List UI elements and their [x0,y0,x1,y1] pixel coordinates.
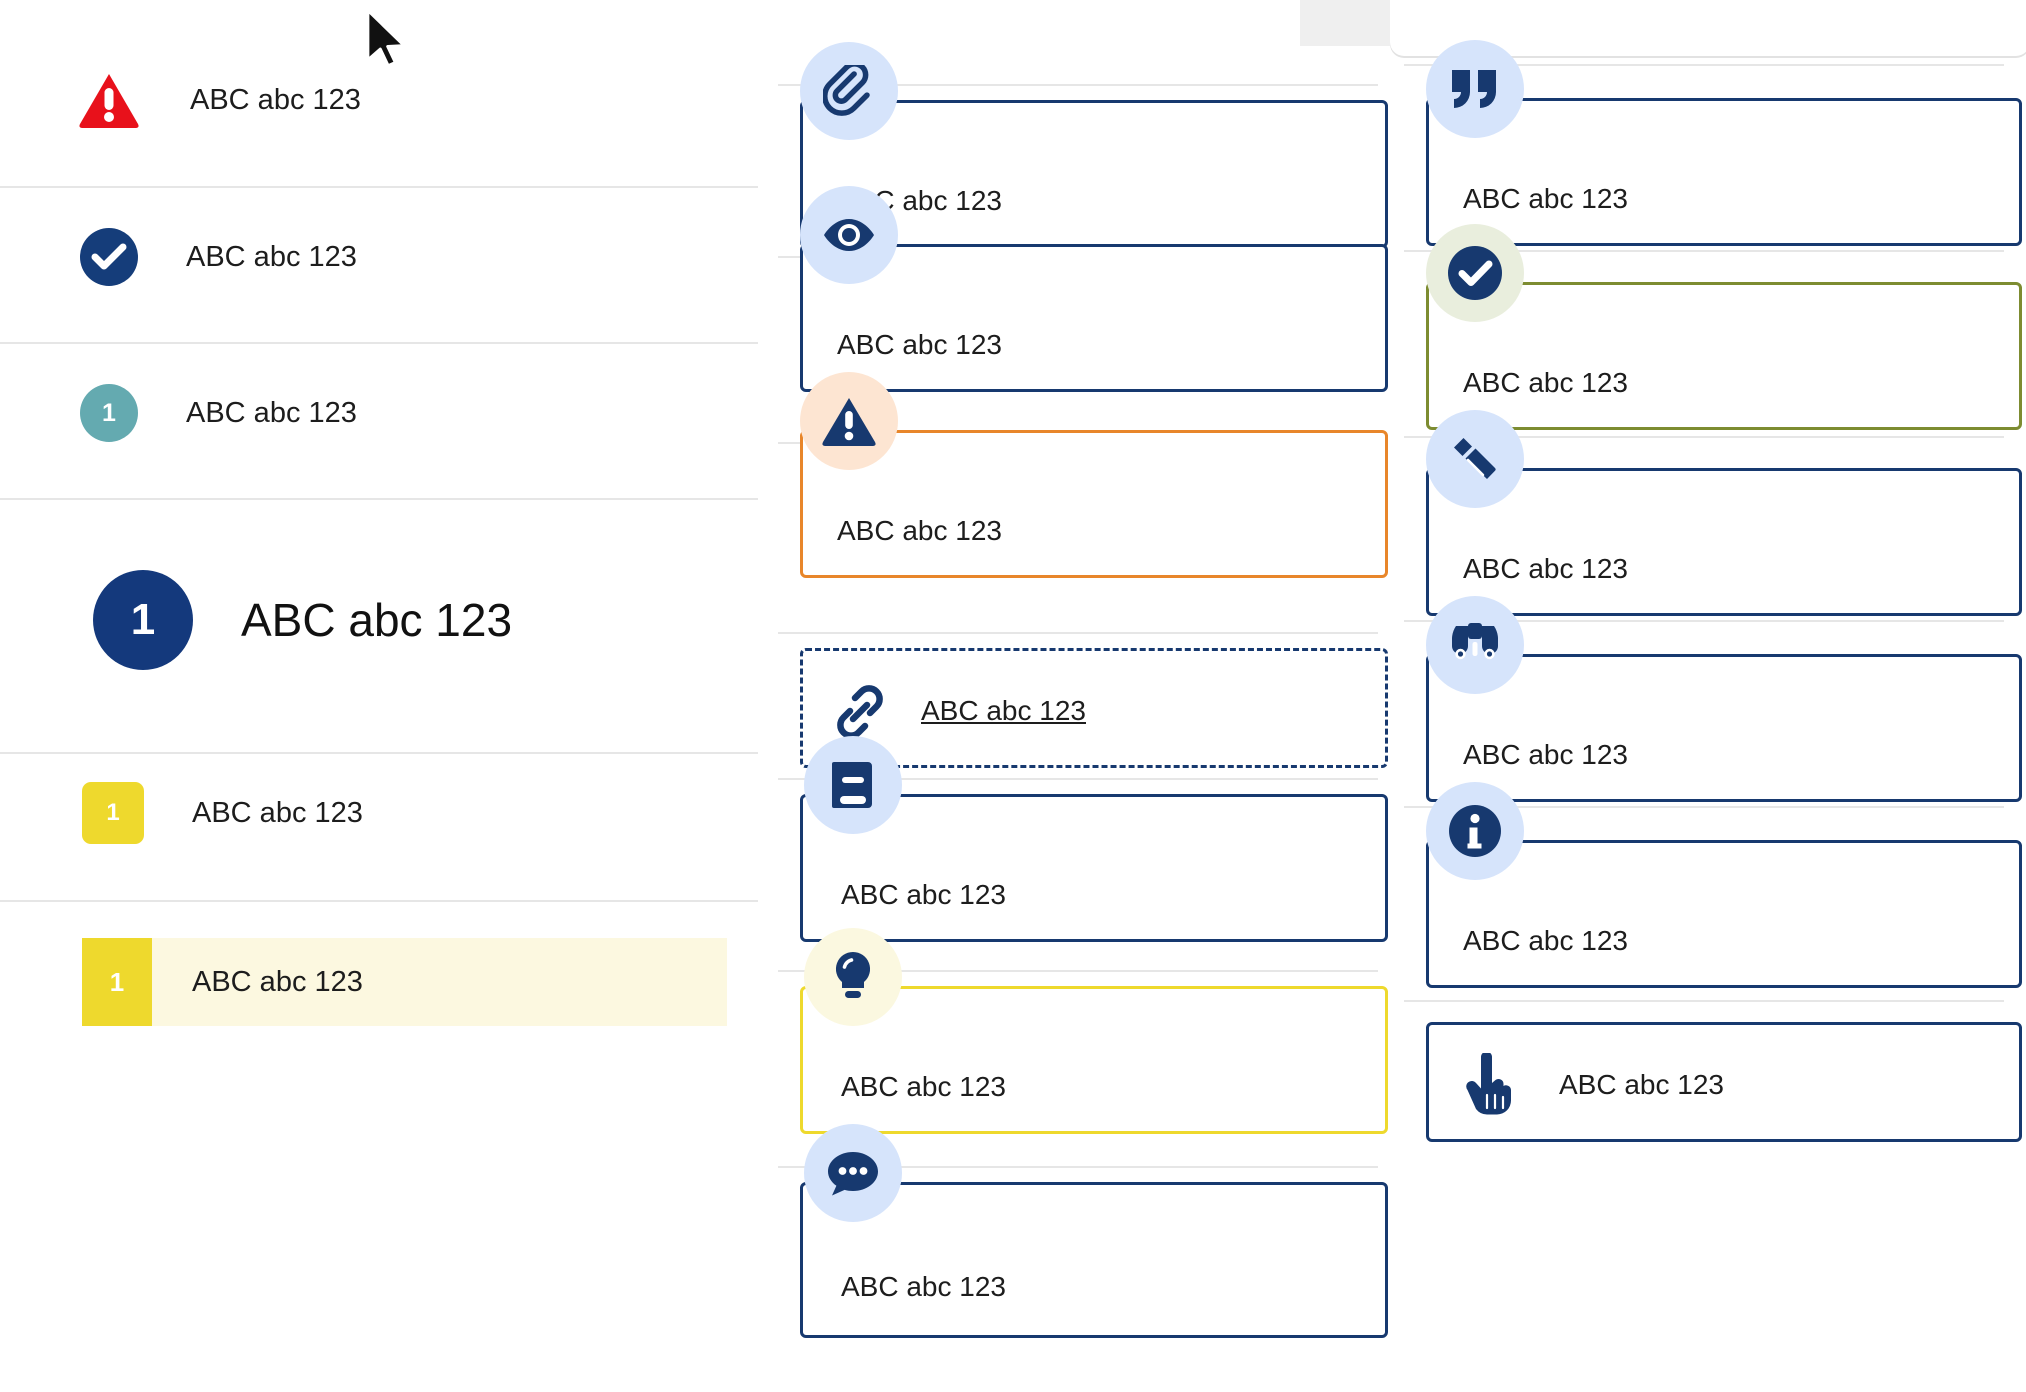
card-discover[interactable]: ABC abc 123 [1426,654,2022,802]
column-divider [778,1166,1378,1168]
pencil-icon [1426,410,1524,508]
check-circle-icon [1426,224,1524,322]
list-item[interactable]: 1 ABC abc 123 [80,384,357,442]
card-label[interactable]: ABC abc 123 [921,695,1086,726]
check-circle-icon [80,228,138,286]
card-info[interactable]: ABC abc 123 [1426,840,2022,988]
info-icon [1426,782,1524,880]
list-divider [0,900,758,902]
number-badge-icon: 1 [82,782,144,844]
list-item[interactable]: ABC abc 123 [78,72,361,128]
card-label: ABC abc 123 [1559,1069,1724,1100]
list-item-label: ABC abc 123 [186,240,357,273]
list-item-label: ABC abc 123 [192,796,363,829]
list-item[interactable]: 1 ABC abc 123 [82,782,363,844]
card-comment[interactable]: ABC abc 123 [800,1182,1388,1338]
card-label: ABC abc 123 [837,329,1002,360]
list-divider [0,342,758,344]
card-edit[interactable]: ABC abc 123 [1426,468,2022,616]
number-badge-icon: 1 [80,384,138,442]
book-icon [804,736,902,834]
card-label: ABC abc 123 [837,515,1002,546]
card-label: ABC abc 123 [841,879,1006,910]
column-divider [1404,436,2004,438]
left-list-panel: ABC abc 123 ABC abc 123 1 ABC abc 123 1 … [0,0,758,1392]
comment-icon [804,1124,902,1222]
quote-icon [1426,40,1524,138]
column-divider [778,632,1378,634]
card-label: ABC abc 123 [1463,183,1628,214]
card-link[interactable]: ABC abc 123 [800,648,1388,768]
card-visibility[interactable]: ABC abc 123 [800,244,1388,392]
list-divider [0,186,758,188]
list-item-label: ABC abc 123 [190,83,361,116]
card-attachment[interactable]: ABC abc 123 [800,100,1388,248]
column-divider [778,84,1378,86]
link-icon [825,677,895,747]
card-label: ABC abc 123 [1463,925,1628,956]
eye-icon [800,186,898,284]
binoculars-icon [1426,596,1524,694]
list-item-label: ABC abc 123 [186,396,357,429]
list-item-featured[interactable]: 1 ABC abc 123 [93,570,512,670]
card-tip[interactable]: ABC abc 123 [800,986,1388,1134]
card-label: ABC abc 123 [841,1271,1006,1302]
card-label: ABC abc 123 [1463,739,1628,770]
paperclip-icon [800,42,898,140]
column-divider [778,778,1378,780]
card-documentation[interactable]: ABC abc 123 [800,794,1388,942]
card-warning[interactable]: ABC abc 123 [800,430,1388,578]
column-divider [778,970,1378,972]
column-divider [1404,64,2004,66]
card-quote[interactable]: ABC abc 123 [1426,98,2022,246]
list-item-label-large: ABC abc 123 [241,594,513,646]
card-interaction[interactable]: ABC abc 123 [1426,1022,2022,1142]
warning-triangle-icon [78,72,140,128]
number-badge-icon: 1 [82,938,152,1026]
number-badge-icon-large: 1 [93,570,193,670]
hand-pointer-icon [1453,1047,1527,1121]
column-divider [1404,620,2004,622]
lightbulb-icon [804,928,902,1026]
card-label: ABC abc 123 [1463,553,1628,584]
column-divider [1404,1000,2004,1002]
card-label: ABC abc 123 [1463,367,1628,398]
list-item-selected[interactable]: 1 ABC abc 123 [82,938,727,1026]
card-label: ABC abc 123 [841,1071,1006,1102]
column-divider [1404,806,2004,808]
warning-triangle-icon [800,372,898,470]
list-divider [0,498,758,500]
column-divider [1404,250,2004,252]
list-item-label: ABC abc 123 [192,965,363,998]
list-divider [0,752,758,754]
card-success[interactable]: ABC abc 123 [1426,282,2022,430]
list-item[interactable]: ABC abc 123 [80,228,357,286]
